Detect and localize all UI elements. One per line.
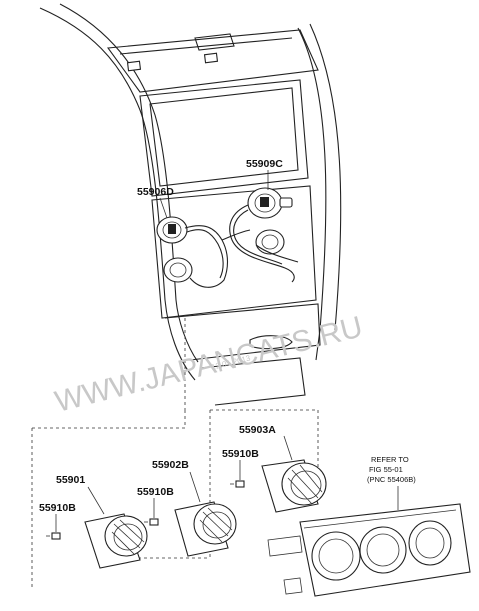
label-55910B-right: 55910B [222, 448, 259, 460]
socket-mid-icon [255, 229, 285, 255]
socket-55909C-icon [247, 187, 293, 219]
dashboard-outline [39, 3, 342, 406]
label-55909C: 55909C [246, 158, 283, 170]
label-55901: 55901 [56, 474, 85, 486]
label-55910B-mid: 55910B [137, 486, 174, 498]
label-55910B-left: 55910B [39, 502, 76, 514]
socket-55906D-icon [156, 216, 188, 244]
screw-left-icon [46, 532, 61, 540]
label-55906D: 55906D [137, 186, 174, 198]
watermark-site: WWW.JAPANCATS.RU [52, 310, 366, 418]
screw-right-icon [230, 480, 245, 488]
refer-line3: (PNC 55406B) [367, 475, 416, 484]
switch-55901-icon [84, 513, 148, 569]
refer-line2: FIG 55-01 [369, 465, 403, 474]
harness-assembly [156, 187, 299, 288]
refer-note: REFER TO FIG 55-01 (PNC 55406B) [367, 455, 416, 484]
socket-lower-left-icon [163, 257, 193, 283]
screw-mid-icon [144, 518, 159, 526]
control-panel-bezel-icon [267, 503, 471, 597]
switch-55903A-icon [261, 459, 327, 513]
switch-55902B-icon [174, 501, 237, 557]
label-55903A: 55903A [239, 424, 276, 436]
label-55902B: 55902B [152, 459, 189, 471]
refer-line1: REFER TO [371, 455, 409, 464]
